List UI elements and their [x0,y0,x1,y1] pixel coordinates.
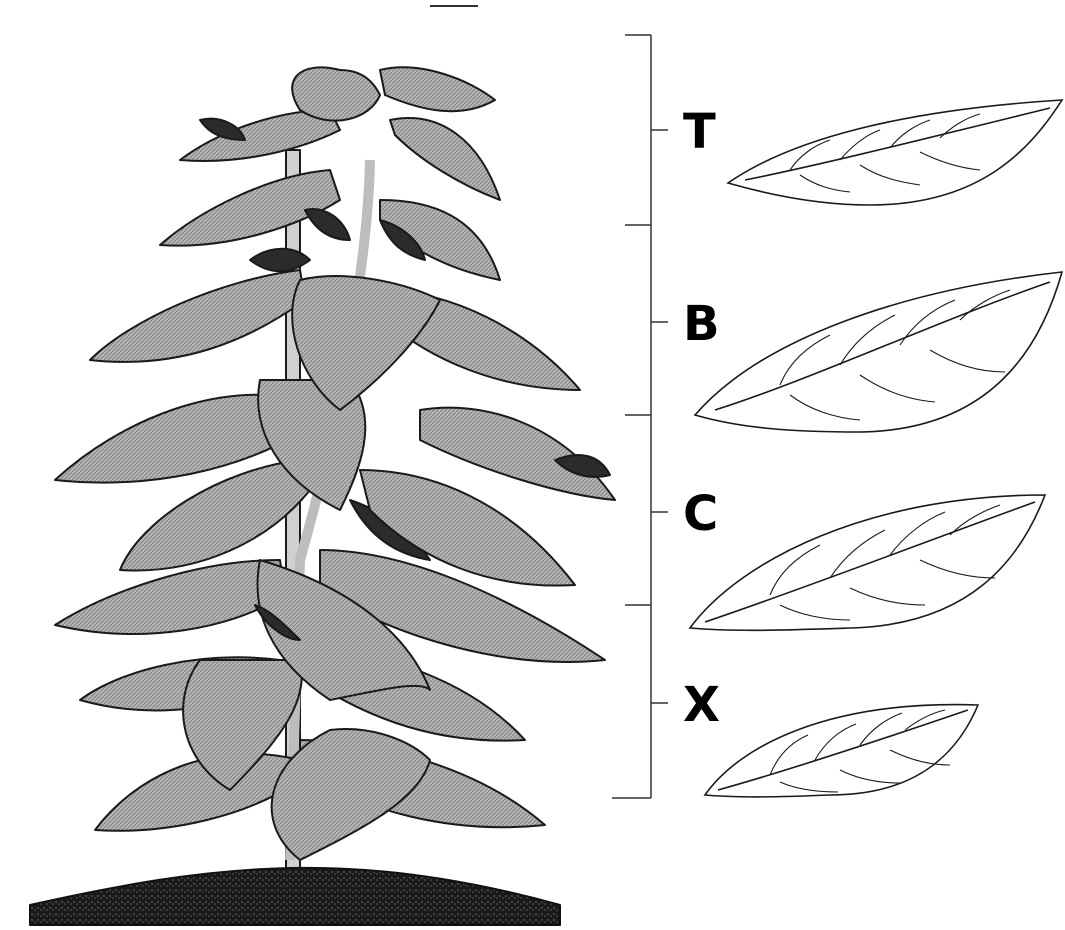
leaf [292,67,380,120]
stalk-position-label-t: T [683,108,716,156]
leaf [55,560,285,634]
cutter-leaf-outline [690,495,1045,630]
stalk-position-label-c: C [683,490,718,538]
leaf [95,754,300,831]
leaf-shadow [200,119,245,140]
tobacco-plant-illustration [30,67,615,925]
leaf-shadow [305,209,350,240]
stalk-position-label-b: B [683,300,720,348]
tip-leaf-outline [728,100,1062,205]
leaf [390,118,500,200]
leaf [380,67,495,111]
leaf-outline [695,272,1062,432]
leaf [90,270,305,362]
stalk-position-bracket [612,35,668,798]
lug-leaf-outline [705,705,978,797]
leaf [160,170,340,246]
soil-mound [30,868,560,925]
stalk-position-label-x: X [683,681,720,729]
